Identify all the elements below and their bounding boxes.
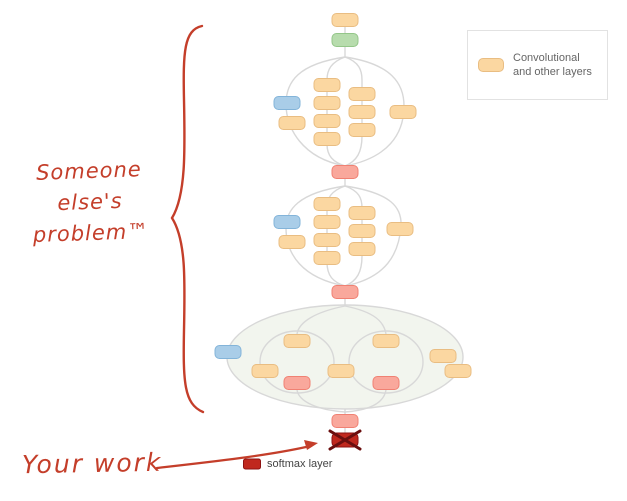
node-conv	[444, 364, 472, 378]
node-blue	[273, 96, 301, 110]
node-salmon	[331, 165, 359, 179]
node-salmon	[331, 285, 359, 299]
node-conv	[278, 116, 306, 130]
node-green	[331, 33, 359, 47]
node-darkred-crossed	[328, 429, 362, 451]
annotation-someone-elses-problem: Someone else's problem™	[12, 153, 167, 251]
node-conv	[429, 349, 457, 363]
node-conv	[348, 224, 376, 238]
node-conv	[331, 13, 359, 27]
node-conv	[313, 233, 341, 247]
node-conv	[372, 334, 400, 348]
brace	[170, 24, 205, 414]
node-conv	[313, 251, 341, 265]
legend: Convolutional and other layers	[467, 30, 608, 100]
node-conv	[283, 334, 311, 348]
node-salmon	[372, 376, 400, 390]
node-conv	[313, 114, 341, 128]
node-conv	[348, 206, 376, 220]
annotation-line: problem™	[32, 218, 150, 248]
node-conv	[348, 105, 376, 119]
your-work-arrow	[155, 440, 318, 470]
sub-module-ellipse-left	[259, 330, 335, 394]
node-conv	[313, 215, 341, 229]
legend-label: Convolutional and other layers	[513, 52, 592, 78]
node-salmon	[331, 414, 359, 428]
node-conv	[348, 123, 376, 137]
node-conv	[278, 235, 306, 249]
node-conv	[313, 96, 341, 110]
node-conv	[313, 197, 341, 211]
node-darkred	[243, 458, 261, 470]
node-conv	[386, 222, 414, 236]
node-conv	[313, 132, 341, 146]
big-module-ellipse	[226, 304, 464, 410]
legend-conv-swatch	[478, 58, 504, 72]
annotation-your-work: Your work	[21, 447, 163, 480]
node-conv	[327, 364, 355, 378]
node-conv	[389, 105, 417, 119]
node-conv	[251, 364, 279, 378]
softmax-label: softmax layer	[267, 458, 333, 470]
node-conv	[348, 87, 376, 101]
node-conv	[348, 242, 376, 256]
node-blue	[214, 345, 242, 359]
node-conv	[313, 78, 341, 92]
node-salmon	[283, 376, 311, 390]
nodes-layer	[214, 13, 472, 470]
node-blue	[273, 215, 301, 229]
